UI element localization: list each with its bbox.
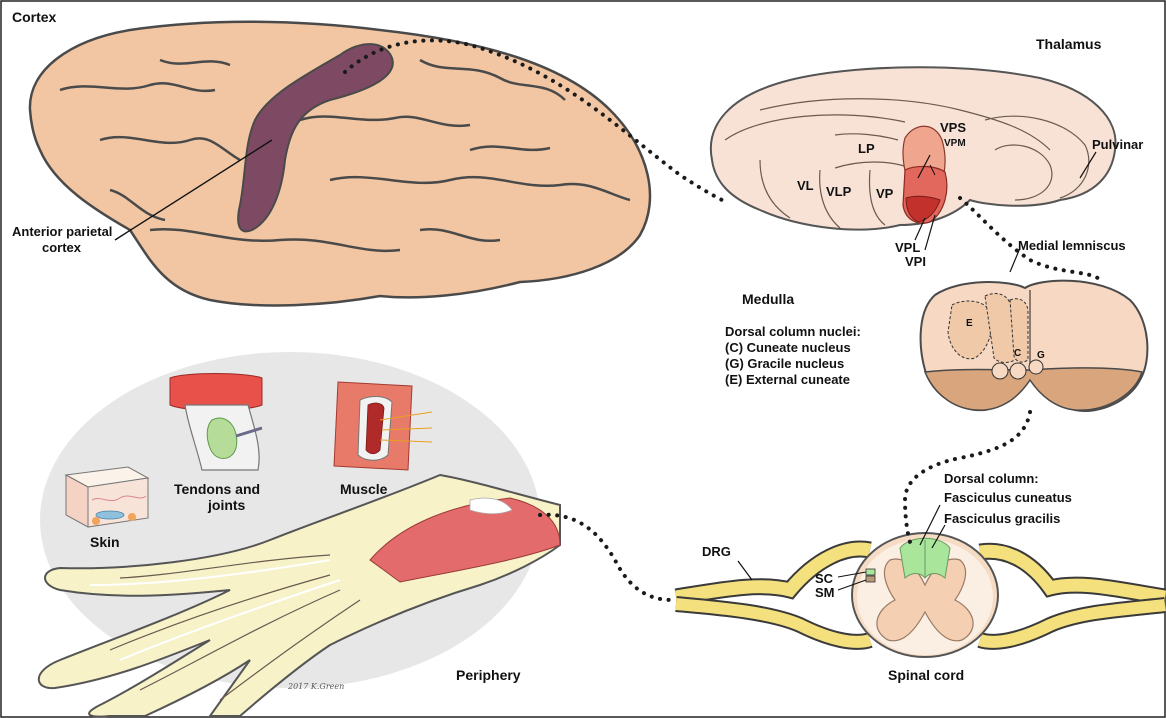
tendons-label-line1: Tendons and: [174, 481, 260, 497]
medulla-ventral: [925, 368, 1142, 410]
cortex-label: Cortex: [12, 9, 57, 25]
dorsal-column-label: Dorsal column:: [944, 471, 1039, 486]
anterior-parietal-label-line2: cortex: [42, 240, 82, 255]
vl-label: VL: [797, 178, 814, 193]
vlp-label: VLP: [826, 184, 852, 199]
skin-label: Skin: [90, 534, 120, 550]
vpl-label: VPL: [895, 240, 920, 255]
medulla-panel: E C G Medulla Dorsal column nuclei: (C) …: [725, 281, 1147, 411]
lp-label: LP: [858, 141, 875, 156]
vps-label: VPS: [940, 120, 966, 135]
medulla-label: Medulla: [742, 291, 794, 307]
vpm-label: VPM: [944, 138, 966, 149]
fasciculus-cuneatus-label: Fasciculus cuneatus: [944, 490, 1072, 505]
vp-label: VP: [876, 186, 894, 201]
medial-lemniscus-label: Medial lemniscus: [1018, 238, 1126, 253]
thalamus-panel: Thalamus Pulvinar LP VPS VPM VL VLP VP V…: [711, 36, 1143, 272]
muscle-label: Muscle: [340, 481, 388, 497]
anterior-parietal-label-line1: Anterior parietal: [12, 224, 112, 239]
periphery-panel: 2017 K.Green Skin Tendons and joints Mus…: [39, 352, 560, 717]
thalamus-label: Thalamus: [1036, 36, 1102, 52]
tendons-label-line2: joints: [207, 497, 246, 513]
pulvinar-label: Pulvinar: [1092, 137, 1143, 152]
dcn-cuneate: (C) Cuneate nucleus: [725, 340, 851, 355]
drg-label: DRG: [702, 544, 731, 559]
fasciculus-gracilis-label: Fasciculus gracilis: [944, 511, 1060, 526]
medulla-c-label: C: [1014, 348, 1021, 359]
dcn-title: Dorsal column nuclei:: [725, 324, 861, 339]
cortex-panel: Cortex Anterior parietal cortex: [12, 9, 650, 306]
spinal-cord-panel: Dorsal column: Fasciculus cuneatus Fasci…: [676, 471, 1165, 683]
spinal-cord-label: Spinal cord: [888, 667, 964, 683]
artist-signature: 2017 K.Green: [287, 682, 344, 691]
medulla-g-label: G: [1037, 350, 1045, 361]
sc-label: SC: [815, 571, 834, 586]
skin-illustration: [66, 467, 148, 527]
medulla-e-label: E: [966, 318, 973, 329]
dcn-external: (E) External cuneate: [725, 372, 850, 387]
periphery-label: Periphery: [456, 667, 521, 683]
sm-label: SM: [815, 585, 835, 600]
dcn-gracile: (G) Gracile nucleus: [725, 356, 844, 371]
vpi-label: VPI: [905, 254, 926, 269]
